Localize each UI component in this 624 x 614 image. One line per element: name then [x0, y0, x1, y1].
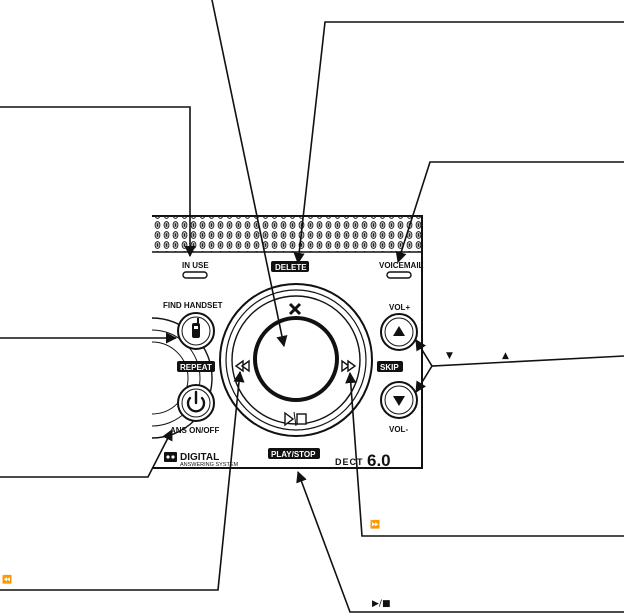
brand-digital: DIGITAL [180, 452, 219, 463]
play-stop-label: PLAY/STOP [271, 450, 316, 459]
voicemail-label: VOICEMAIL [379, 261, 424, 270]
in-use-led [182, 271, 208, 279]
find-handset-label: FIND HANDSET [163, 301, 223, 310]
callout-play-stop-glyph: ▶/■ [372, 599, 390, 609]
vol-minus-label: VOL- [389, 425, 408, 434]
vol-down-button[interactable] [380, 381, 418, 419]
voicemail-led [386, 271, 412, 279]
leader-skip [345, 371, 624, 537]
delete-x-icon[interactable] [288, 302, 302, 316]
repeat-label: REPEAT [180, 363, 212, 372]
leader-center-button [211, 0, 288, 348]
vol-plus-label: VOL+ [389, 303, 410, 312]
skip-tag [377, 361, 403, 372]
callout-skip-glyph: ⏩ [370, 519, 380, 529]
skip-label: SKIP [380, 363, 399, 372]
leader-delete [293, 21, 624, 265]
vol-down-icon [393, 396, 405, 406]
center-button[interactable] [253, 316, 339, 402]
vol-up-button[interactable] [380, 313, 418, 351]
leader-vol-down [415, 365, 433, 393]
side-dial-decoration [151, 317, 213, 439]
in-use-label: IN USE [182, 261, 209, 270]
dect-small: DECT [335, 457, 364, 467]
dect-big: 6.0 [367, 451, 391, 470]
leader-voicemail [395, 161, 624, 264]
play-stop-icon[interactable] [284, 411, 307, 427]
leader-ans-on-off [0, 429, 173, 478]
cassette-icon [164, 452, 177, 462]
repeat-icon[interactable] [234, 359, 250, 373]
leader-repeat [0, 370, 245, 591]
delete-label: DELETE [275, 263, 307, 272]
ans-on-off-button[interactable] [177, 384, 215, 422]
callout-repeat-glyph: ⏪ [2, 574, 12, 584]
play-stop-tag [268, 448, 320, 459]
find-handset-button[interactable] [177, 312, 215, 350]
ans-on-off-label: ANS ON/OFF [170, 426, 219, 435]
skip-icon[interactable] [341, 359, 357, 373]
leader-in-use [0, 106, 196, 258]
callout-vol-down-glyph: ▼ [446, 351, 453, 361]
leader-play-stop [296, 470, 624, 613]
brand-answering-system: ANSWERING SYSTEM [180, 462, 238, 468]
vol-up-icon [393, 326, 405, 336]
power-icon [186, 390, 206, 413]
repeat-tag [177, 361, 215, 372]
speaker-grille [152, 216, 422, 252]
callout-vol-up-glyph: ▲ [502, 351, 509, 361]
handset-icon [192, 318, 200, 338]
